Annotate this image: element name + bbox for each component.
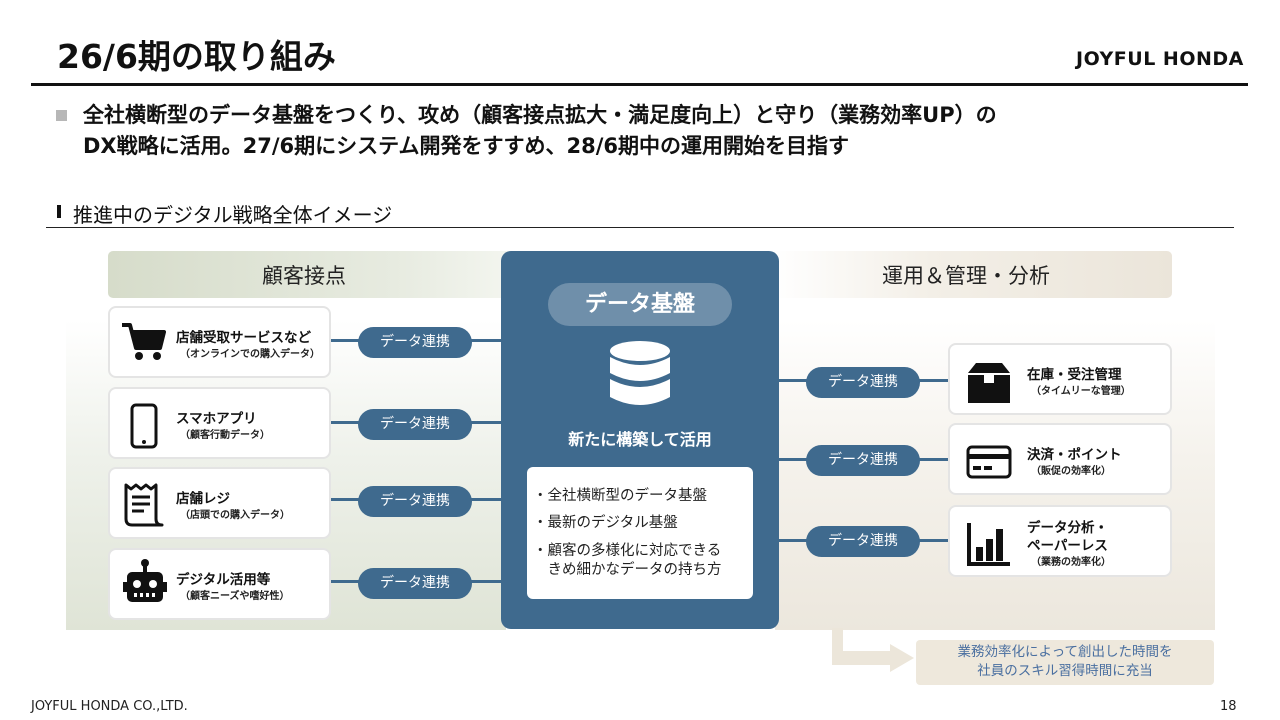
arrow-right-icon (832, 628, 914, 672)
source-card-digital: デジタル活用等 （顧客ニーズや嗜好性） (108, 548, 331, 620)
section-marker (57, 205, 61, 218)
section-divider (46, 227, 1234, 228)
data-link-badge: データ連携 (806, 445, 920, 476)
lead-text: 全社横断型のデータ基盤をつくり、攻め（顧客接点拡大・満足度向上）と守り（業務効率… (83, 100, 1203, 162)
card-title: 決済・ポイント (1027, 447, 1122, 463)
database-icon (610, 341, 670, 405)
target-card-analytics: データ分析・ ペーパーレス （業務の効率化） (948, 505, 1172, 577)
data-link-badge: データ連携 (806, 526, 920, 557)
section-title: 推進中のデジタル戦略全体イメージ (73, 203, 393, 227)
left-category-band: 顧客接点 (108, 251, 518, 298)
card-title: 店舗レジ (176, 491, 230, 507)
data-link-badge: データ連携 (358, 568, 472, 599)
card-title: 在庫・受注管理 (1027, 367, 1122, 383)
card-title: 店舗受取サービスなど (176, 330, 311, 346)
source-card-register: 店舗レジ （店頭での購入データ） (108, 467, 331, 539)
bar-chart-icon (967, 523, 1010, 566)
point-item: ・顧客の多様化に対応できる (533, 543, 722, 559)
box-icon (968, 363, 1010, 403)
right-category-band: 運用＆管理・分析 (770, 251, 1172, 298)
note-text: 業務効率化によって創出した時間を 社員のスキル習得時間に充当 (916, 643, 1214, 681)
target-card-payment: 決済・ポイント （販促の効率化） (948, 423, 1172, 495)
data-platform-caption: 新たに構築して活用 (568, 430, 712, 449)
card-subtitle: （タイムリーな管理） (1031, 386, 1131, 397)
card-title: スマホアプリ (176, 411, 257, 427)
data-link-badge: データ連携 (358, 486, 472, 517)
card-subtitle: （業務の効率化） (1031, 557, 1111, 568)
page-number: 18 (1220, 699, 1237, 714)
lead-line-1: 全社横断型のデータ基盤をつくり、攻め（顧客接点拡大・満足度向上）と守り（業務効率… (83, 103, 997, 127)
card-subtitle: （顧客ニーズや嗜好性） (180, 591, 290, 602)
data-platform-title: データ基盤 (548, 283, 732, 326)
note-box (916, 640, 1214, 685)
point-item: ・最新のデジタル基盤 (533, 515, 678, 531)
note-line-1: 業務効率化によって創出した時間を (957, 644, 1173, 660)
data-platform-points: ・全社横断型のデータ基盤 ・最新のデジタル基盤 ・顧客の多様化に対応できる きめ… (527, 467, 753, 599)
target-card-inventory: 在庫・受注管理 （タイムリーな管理） (948, 343, 1172, 415)
card-icon (966, 445, 1012, 479)
cart-icon (122, 323, 166, 360)
note-line-2: 社員のスキル習得時間に充当 (977, 663, 1153, 679)
smartphone-icon (130, 403, 158, 449)
point-item: ・全社横断型のデータ基盤 (533, 488, 707, 504)
card-title-line-2: ペーパーレス (1027, 538, 1108, 554)
right-category-label: 運用＆管理・分析 (882, 264, 1050, 288)
receipt-icon (124, 483, 164, 527)
robot-icon (123, 559, 167, 602)
data-link-badge: データ連携 (358, 409, 472, 440)
card-subtitle: （オンラインでの購入データ） (180, 349, 320, 360)
data-link-badge: データ連携 (806, 367, 920, 398)
page-title: 26/6期の取り組み (57, 37, 336, 76)
bullet-square (56, 110, 67, 121)
card-subtitle: （顧客行動データ） (180, 430, 270, 441)
brand-logo: JOYFUL HONDA (1076, 48, 1244, 70)
data-link-badge: データ連携 (358, 327, 472, 358)
card-title: デジタル活用等 (176, 572, 271, 588)
lead-line-2: DX戦略に活用。27/6期にシステム開発をすすめ、28/6期中の運用開始を目指す (83, 134, 850, 158)
source-card-online: 店舗受取サービスなど （オンラインでの購入データ） (108, 306, 331, 378)
footer-company: JOYFUL HONDA CO.,LTD. (31, 699, 188, 714)
card-subtitle: （販促の効率化） (1031, 466, 1111, 477)
source-card-app: スマホアプリ （顧客行動データ） (108, 387, 331, 459)
point-item: きめ細かなデータの持ち方 (533, 562, 722, 578)
left-category-label: 顧客接点 (262, 264, 346, 288)
title-divider (31, 83, 1248, 86)
card-title: データ分析・ (1027, 520, 1108, 536)
card-subtitle: （店頭での購入データ） (180, 510, 290, 521)
